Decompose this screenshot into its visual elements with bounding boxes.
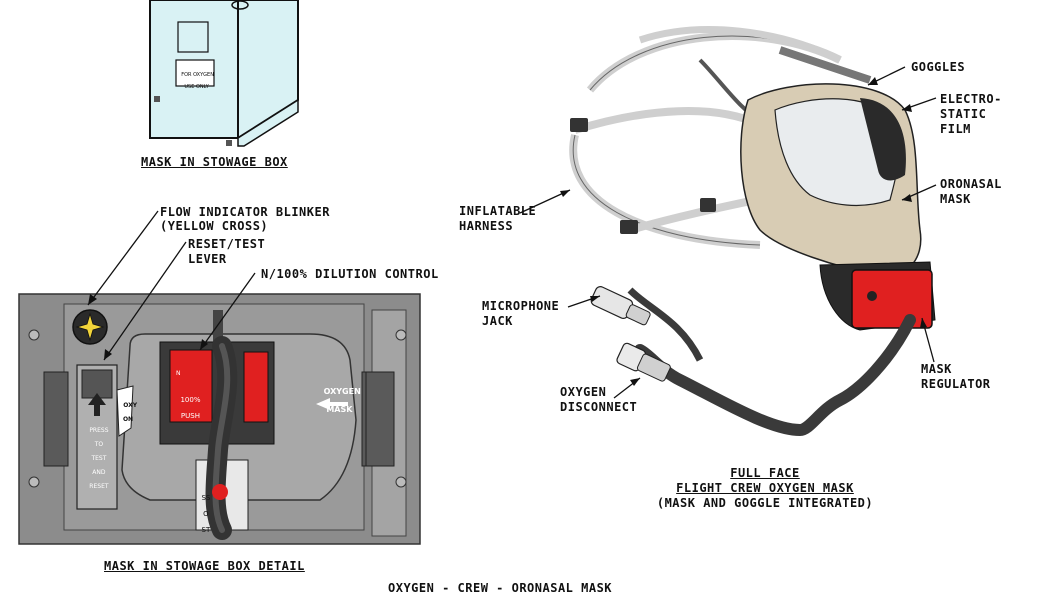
leader-arrowheads	[88, 77, 927, 386]
panel-press-line1: PRESS	[89, 427, 109, 434]
callout-electrostatic-line3: FILM	[940, 122, 971, 136]
callout-flow-indicator-line2: (YELLOW CROSS)	[160, 219, 269, 233]
panel-n-label: N	[176, 370, 181, 377]
caption-bottom-partial: OXYGEN - CREW - ORONASAL MASK	[388, 581, 613, 595]
panel-push-line1: 100%	[180, 396, 201, 404]
panel-oxygen-mask-line2: MASK	[326, 405, 353, 414]
placard-line2: USE ONLY	[184, 84, 209, 90]
panel-press-to-test-label: PRESS TO TEST AND RESET	[80, 420, 114, 490]
stowage-box-illustration	[149, 0, 299, 147]
callout-oronasal-line1: ORONASAL	[940, 177, 1002, 191]
caption-mask-in-stowage-box-detail: MASK IN STOWAGE BOX DETAIL	[104, 559, 305, 573]
placard-line1: FOR OXYGEN	[181, 72, 214, 78]
panel-push-line2: PUSH	[180, 412, 200, 420]
callout-harness-line1: INFLATABLE	[459, 204, 537, 218]
panel-sso-line1: SS	[201, 494, 211, 502]
panel-oxygen-mask-label: OXYGEN MASK	[318, 378, 361, 414]
panel-oxy-on-line2: ON	[122, 416, 134, 423]
panel-oxy-on-label: OXY ON	[119, 395, 137, 423]
caption-full-face-line2: FLIGHT CREW OXYGEN MASK	[676, 481, 854, 495]
callout-microphone-line1: MICROPHONE	[482, 299, 560, 313]
callout-flow-indicator-line1: FLOW INDICATOR BLINKER	[160, 205, 330, 219]
callout-mask-regulator-line1: MASK	[921, 362, 952, 376]
callout-reset-test-line2: LEVER	[188, 252, 227, 266]
callout-mask-regulator-line2: REGULATOR	[921, 377, 991, 391]
panel-oxy-on-line1: OXY	[123, 402, 138, 409]
stowage-box-detail-panel	[18, 293, 421, 545]
callout-goggles: GOGGLES	[911, 60, 966, 74]
callout-oronasal-line2: MASK	[940, 192, 971, 206]
callout-oxygen-disconnect-line2: DISCONNECT	[560, 400, 638, 414]
panel-press-line3: TEST	[91, 455, 107, 462]
panel-press-line4: AND	[92, 469, 106, 476]
panel-sso-line3: ST	[201, 526, 211, 534]
panel-press-line5: RESET	[89, 483, 109, 490]
callout-harness-line2: HARNESS	[459, 219, 514, 233]
panel-push-label: 100% PUSH	[176, 388, 200, 420]
caption-full-face-line3: (MASK AND GOGGLE INTEGRATED)	[656, 496, 874, 510]
callout-microphone-line2: JACK	[482, 314, 513, 328]
stowage-box-placard: FOR OXYGEN USE ONLY	[178, 66, 214, 90]
panel-oxygen-mask-line1: OXYGEN	[323, 387, 361, 396]
panel-sso-label: SS O ST	[197, 486, 210, 534]
callout-oxygen-disconnect-line1: OXYGEN	[560, 385, 607, 399]
callout-electrostatic-line1: ELECTRO-	[940, 92, 1002, 106]
full-face-mask-illustration	[569, 26, 936, 437]
caption-mask-in-stowage-box: MASK IN STOWAGE BOX	[141, 155, 288, 169]
panel-press-line2: TO	[94, 441, 104, 448]
callout-reset-test-line1: RESET/TEST	[188, 237, 266, 251]
caption-full-face-line1: FULL FACE	[730, 466, 800, 480]
callout-electrostatic-line2: STATIC	[940, 107, 987, 121]
panel-sso-line2: O	[203, 510, 209, 518]
callout-dilution-control: N/100% DILUTION CONTROL	[261, 267, 439, 281]
